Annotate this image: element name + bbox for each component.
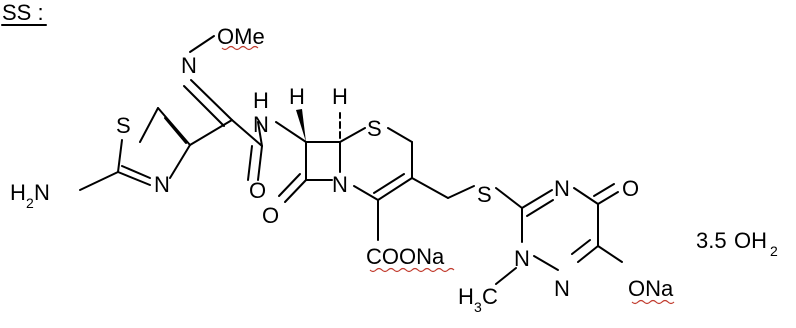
- bond-c8-o: [284, 179, 307, 203]
- beta-lactam-ring: [278, 109, 341, 203]
- bond-thiazole-c4-n3: [169, 144, 191, 179]
- spellcheck-ona: [631, 299, 675, 305]
- bond-c5-o: [597, 191, 619, 205]
- bond-c3-c2: [377, 177, 413, 201]
- bond-n4-c5: [573, 187, 599, 205]
- atom-s-ring: S: [367, 116, 382, 141]
- bond-c2-n: [353, 185, 379, 201]
- bond-c6-ona: [597, 245, 623, 263]
- bond-thiazole-c5-c4-double: [164, 117, 187, 144]
- dihydrothiazine-ring: [339, 127, 475, 241]
- wedge-c7-h: [296, 109, 306, 142]
- bond-carbonyl-o: [257, 145, 263, 181]
- atom-n-thiazole: N: [154, 172, 170, 197]
- atom-o-lactam: O: [262, 203, 279, 228]
- atom-s-thiazole: S: [116, 113, 131, 138]
- atom-s-link: S: [477, 182, 492, 207]
- bond-s-c3: [495, 187, 523, 209]
- top-fragment-text: SS :: [2, 0, 44, 25]
- atom-ona: ONa: [628, 276, 674, 301]
- atom-n-ring: N: [332, 172, 348, 197]
- bond-c5-o-double: [593, 183, 615, 197]
- atom-coona: COONa: [366, 244, 445, 269]
- bond-thiazole-n3-c2: [117, 171, 151, 186]
- bond-n-o: [189, 35, 215, 53]
- bond-carbonyl-nh: [257, 121, 263, 147]
- atom-ome: OMe: [217, 24, 265, 49]
- atom-h2n-sub: 2: [26, 195, 34, 211]
- bond-c3-n4: [521, 189, 553, 209]
- atom-triazine-o: O: [622, 176, 639, 201]
- bond-c6-s: [339, 127, 366, 143]
- atom-ch3-sub: 3: [474, 299, 482, 315]
- bond-c2-nh2: [79, 171, 119, 191]
- bond-calpha-carbonyl: [231, 119, 263, 147]
- spellcheck-coona: [369, 267, 455, 273]
- atom-h2n-n: N: [34, 180, 50, 205]
- thiazole-ring: [79, 107, 191, 191]
- atom-n-amide: N: [253, 112, 269, 137]
- bond-c6-n1: [577, 245, 599, 263]
- spellcheck-ome: [221, 45, 259, 51]
- atom-triazine-n1: N: [554, 176, 570, 201]
- atom-ch3-h: H: [458, 284, 474, 309]
- bond-ch2-s: [447, 185, 475, 199]
- hydrate-formula: OH: [734, 228, 767, 253]
- atom-o-amide: O: [249, 178, 266, 203]
- bond-thiazole-c2-s: [117, 139, 123, 173]
- hydrate-count: 3.5: [696, 228, 727, 253]
- bond-n1-n2: [533, 255, 559, 271]
- bond-n2-ch3: [495, 267, 517, 285]
- bond-s-ch2: [387, 127, 413, 143]
- atom-n-oxime: N: [181, 53, 197, 78]
- bond-c4-calpha: [189, 119, 233, 146]
- atom-ch3-c: C: [482, 284, 498, 309]
- bond-thiazole-s-c5: [139, 107, 159, 143]
- atom-triazine-n3: N: [554, 276, 570, 301]
- bond-c6-n1-double: [571, 239, 591, 255]
- bond-calpha-n-double: [183, 85, 225, 127]
- bond-c3-n4-double: [526, 199, 554, 217]
- bond-thiazole-c5-c4: [157, 107, 191, 146]
- atom-h2: H: [332, 84, 348, 109]
- bond-c3-ch2: [411, 177, 449, 199]
- atom-h2n-h: H: [10, 180, 26, 205]
- hydrate-label: 3.5 OH 2: [696, 228, 778, 259]
- bond-c8-o-double: [278, 173, 301, 197]
- atom-triazine-n2: N: [514, 246, 530, 271]
- bond-calpha-n: [190, 79, 233, 121]
- oxime-chain: [183, 35, 307, 181]
- bond-carbonyl-o-double: [247, 145, 253, 181]
- hydrate-sub: 2: [770, 243, 778, 259]
- atom-h1: H: [289, 84, 305, 109]
- bond-c3-c2-double: [373, 173, 405, 194]
- triazine-ring: [495, 183, 623, 285]
- atom-h-amide: H: [253, 88, 269, 113]
- bond-nh-c7: [275, 121, 307, 143]
- bond-thiazole-n3-c2-double: [121, 165, 151, 179]
